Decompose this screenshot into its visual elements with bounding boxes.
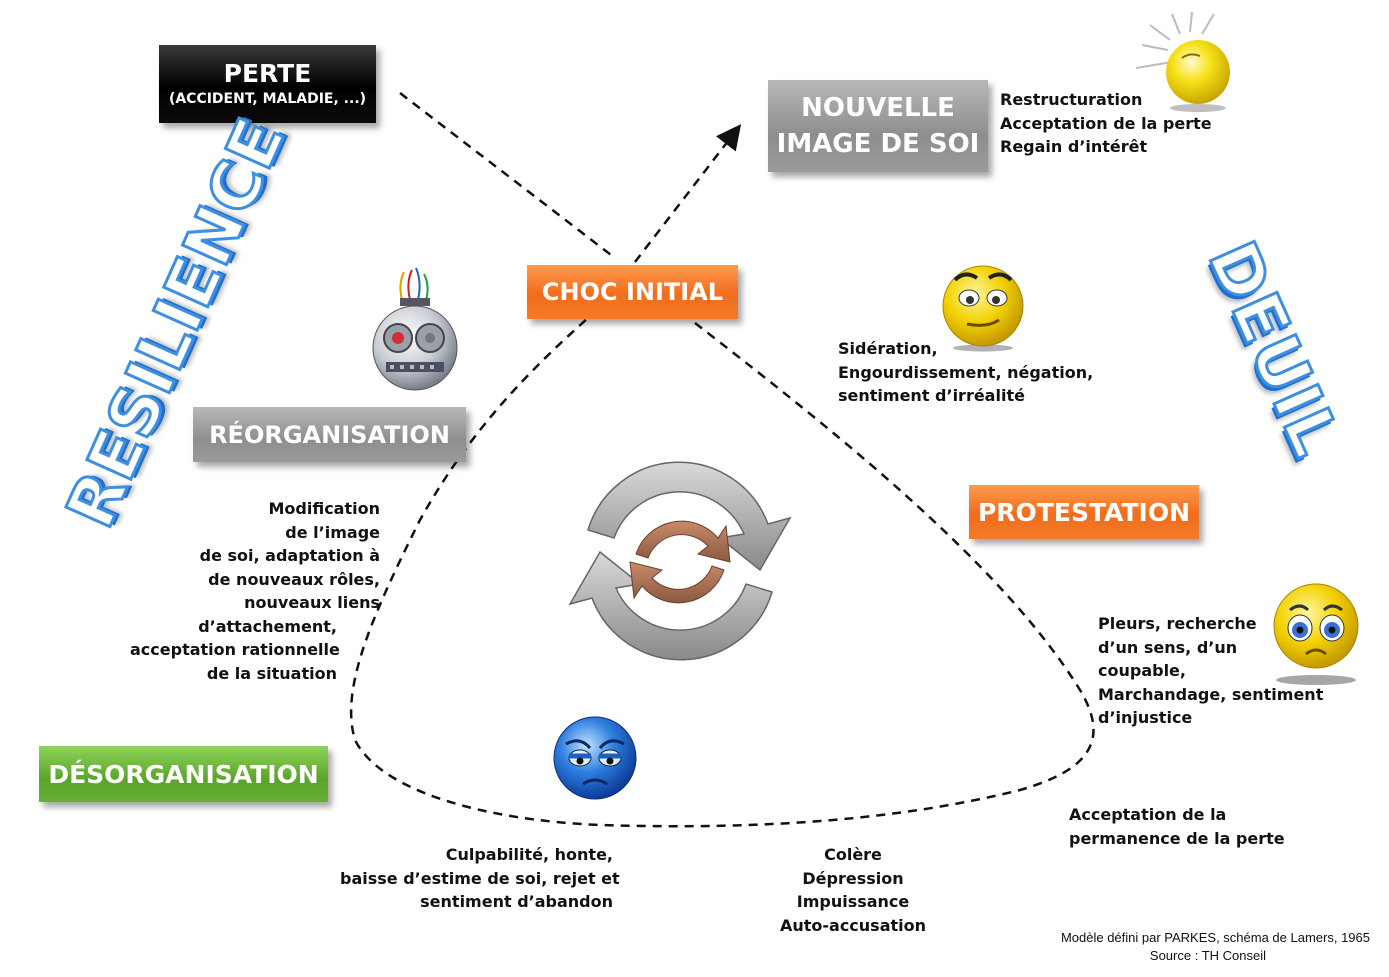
text-line: Colère	[824, 845, 882, 864]
smiley-neutral-icon	[942, 265, 1024, 352]
desorganisation-box: DÉSORGANISATION	[39, 746, 328, 802]
perte-title: PERTE	[223, 59, 312, 88]
smiley-blue-icon	[553, 716, 637, 800]
robot-gears-icon	[372, 267, 458, 391]
choc-initial-box: CHOC INITIAL	[527, 265, 738, 319]
text-line: d’un sens, d’un	[1098, 637, 1238, 657]
protestation-text: Pleurs, recherche d’un sens, d’un coupab…	[1098, 612, 1323, 730]
text-line: coupable,	[1098, 661, 1186, 680]
choc-label: CHOC INITIAL	[541, 278, 724, 306]
text-line: d’attachement,	[198, 616, 337, 636]
smiley-sad-icon	[1273, 583, 1359, 685]
choc-text: Sidération, Engourdissement, négation, s…	[838, 337, 1093, 408]
text-line: nouveaux liens	[244, 593, 380, 612]
reorganisation-label: RÉORGANISATION	[209, 420, 450, 449]
text-line: Acceptation de la	[1069, 805, 1227, 824]
protestation-label: PROTESTATION	[977, 497, 1190, 527]
perte-box: PERTE (ACCIDENT, MALADIE, ...)	[159, 45, 376, 123]
text-line: d’injustice	[1098, 708, 1193, 727]
sun-icon	[1135, 11, 1230, 112]
reorganisation-box: RÉORGANISATION	[193, 407, 466, 462]
nouvelle-image-box: NOUVELLE IMAGE DE SOI	[768, 80, 988, 172]
text-line: Regain d’intérêt	[1000, 137, 1148, 156]
choc-to-nouvelle-arrow	[634, 124, 742, 263]
text-line: sentiment d’irréalité	[838, 386, 1025, 405]
reorganisation-text: Modification de l’image de soi, adaptati…	[130, 497, 380, 685]
depression-text: Colère Dépression Impuissance Auto-accus…	[773, 843, 933, 937]
text-line: Modification	[268, 499, 380, 518]
perte-subtitle: (ACCIDENT, MALADIE, ...)	[168, 91, 367, 107]
text-line: Sidération,	[838, 339, 938, 358]
nouvelle-line1: NOUVELLE	[801, 93, 955, 123]
text-line: Impuissance	[796, 892, 910, 911]
text-line: acceptation rationnelle	[130, 640, 340, 659]
cycle-arrows-icon	[568, 461, 792, 661]
text-line: permanence de la perte	[1069, 828, 1285, 848]
text-line: Culpabilité, honte,	[445, 845, 613, 864]
text-line: sentiment d’abandon	[420, 892, 613, 911]
perte-to-choc-line	[399, 92, 616, 259]
text-line: Marchandage, sentiment	[1098, 684, 1324, 704]
credit-line1: Modèle défini par PARKES, schéma de Lame…	[1060, 930, 1370, 945]
acceptation-text: Acceptation de la permanence de la perte	[1069, 803, 1285, 850]
text-line: de nouveaux rôles,	[208, 569, 380, 589]
desorganisation-label: DÉSORGANISATION	[48, 759, 319, 789]
text-line: Restructuration	[1000, 90, 1143, 109]
text-line: baisse d’estime de soi, rejet et	[340, 868, 620, 888]
text-line: Auto-accusation	[779, 915, 927, 935]
text-line: Engourdissement, négation,	[838, 362, 1094, 382]
credit-line2: Source : TH Conseil	[1149, 948, 1266, 963]
credit: Modèle défini par PARKES, schéma de Lame…	[1010, 929, 1370, 965]
text-line: Pleurs, recherche	[1098, 614, 1257, 633]
text-line: de soi, adaptation à	[199, 546, 380, 565]
text-line: Acceptation de la perte	[1000, 113, 1212, 133]
text-line: de la situation	[206, 663, 337, 683]
desorganisation-text: Culpabilité, honte, baisse d’estime de s…	[340, 843, 620, 914]
nouvelle-text: Restructuration Acceptation de la perte …	[1000, 88, 1212, 159]
cycle-loop-line	[349, 317, 1095, 828]
text-line: de l’image	[285, 522, 380, 542]
nouvelle-line2: IMAGE DE SOI	[776, 129, 980, 159]
text-line: Dépression	[802, 868, 904, 888]
protestation-box: PROTESTATION	[969, 485, 1199, 539]
